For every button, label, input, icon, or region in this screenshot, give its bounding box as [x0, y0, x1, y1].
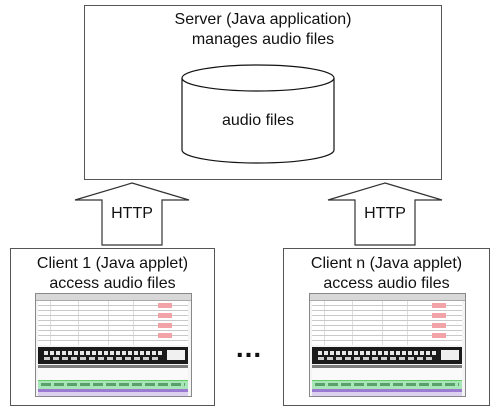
client-n-title: Client n (Java applet) access audio file… [284, 254, 489, 294]
thumb-status-bar [38, 380, 188, 389]
server-title-line2: manages audio files [191, 31, 335, 48]
server-title: Server (Java application) manages audio … [85, 10, 441, 50]
storage-label: audio files [221, 112, 295, 129]
thumb-file-table [312, 301, 462, 345]
applet-screenshot-thumbnail [35, 293, 192, 397]
more-clients-ellipsis: ... [235, 332, 263, 363]
thumb-control-panel [312, 347, 462, 364]
client-n-title-line2: access audio files [323, 275, 450, 292]
client-1-title: Client 1 (Java applet) access audio file… [11, 254, 214, 294]
database-cylinder-icon [181, 64, 335, 164]
applet-screenshot-thumbnail [309, 293, 466, 397]
up-arrow-icon [327, 182, 443, 246]
client-n-box: Client n (Java applet) access audio file… [283, 248, 490, 406]
client-1-box: Client 1 (Java applet) access audio file… [10, 248, 215, 406]
http-arrow-right: HTTP [327, 182, 443, 246]
http-label-left: HTTP [111, 205, 153, 222]
http-arrow-left: HTTP [74, 182, 190, 246]
thumb-status-bar [312, 380, 462, 389]
http-label-right: HTTP [364, 205, 406, 222]
up-arrow-icon [74, 182, 190, 246]
thumb-toolbar [310, 294, 465, 301]
client-1-title-line2: access audio files [49, 275, 176, 292]
thumb-file-table [38, 301, 188, 345]
server-box: Server (Java application) manages audio … [84, 5, 442, 180]
server-title-line1: Server (Java application) [174, 11, 352, 28]
client-1-title-line1: Client 1 (Java applet) [36, 255, 189, 272]
thumb-control-panel [38, 347, 188, 364]
thumb-toolbar [36, 294, 191, 301]
audio-storage-cylinder: audio files [181, 64, 335, 164]
client-n-title-line1: Client n (Java applet) [310, 255, 463, 272]
